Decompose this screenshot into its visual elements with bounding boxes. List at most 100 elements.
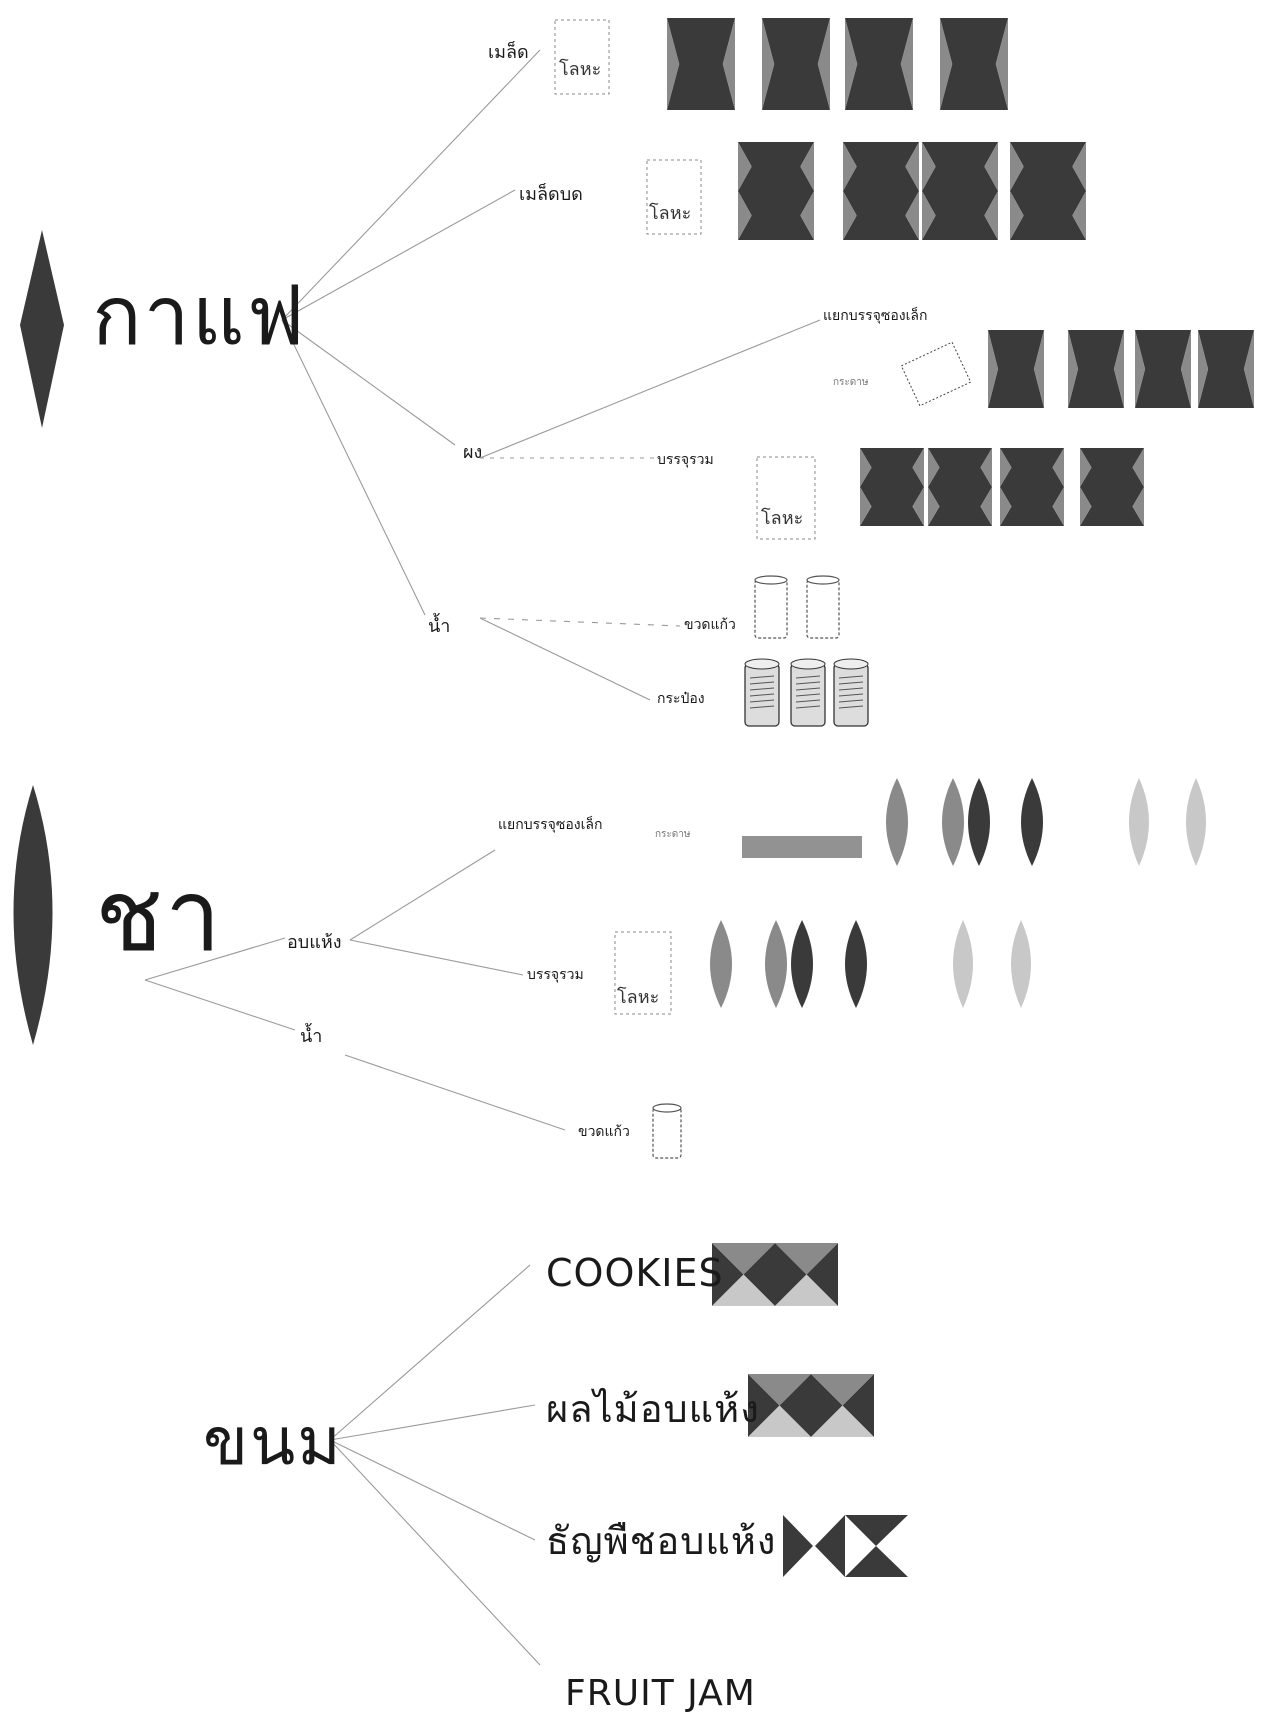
grain-bottom — [845, 1546, 908, 1577]
coffee-single-block-2 — [1068, 330, 1124, 408]
connector-line — [479, 617, 651, 701]
bowtie-bottom — [748, 1405, 811, 1437]
hourglass-body — [845, 18, 913, 110]
snack-fruit-jam-label: FRUIT JAM — [565, 1673, 756, 1714]
connector-line — [144, 979, 296, 1031]
tea-bulk-leaf-3 — [791, 920, 813, 1008]
tea-bulk-leaf-1 — [710, 920, 732, 1008]
can-stripe — [838, 693, 864, 697]
tea-single-leaf-6 — [1186, 778, 1206, 866]
coffee-beans-block-4 — [940, 18, 1008, 110]
can-stripe — [795, 693, 821, 697]
grain-left — [783, 1515, 813, 1577]
tea-single-pack-label: แยกบรรจุซองเล็ก — [498, 817, 603, 833]
tea-single-leaf-2 — [942, 778, 964, 866]
metal-label: โลหะ — [617, 987, 660, 1008]
cup-rim — [806, 575, 840, 585]
can-stripe — [749, 687, 775, 691]
hourglass-right-facet — [980, 487, 992, 526]
coffee-can-icon-3 — [833, 658, 869, 727]
hourglass-body — [1010, 191, 1086, 240]
grain-right — [815, 1515, 845, 1577]
coffee-ground-block-3 — [922, 142, 998, 191]
coffee-bulk-block-3-lower — [1000, 487, 1064, 526]
dried-grain-icon — [783, 1515, 908, 1577]
coffee-ground-block-3-lower — [922, 191, 998, 240]
coffee-can-icon-1 — [744, 658, 780, 727]
connector-line — [329, 1439, 536, 1541]
hourglass-body — [1198, 330, 1254, 408]
hourglass-body — [843, 191, 919, 240]
tea-dried-label: อบแห้ง — [287, 932, 342, 953]
connector-line — [349, 939, 524, 976]
hourglass-body — [922, 191, 998, 240]
hourglass-left-facet — [1000, 487, 1012, 526]
hourglass-left-facet — [738, 142, 752, 191]
hourglass-right-facet — [800, 191, 814, 240]
hourglass-body — [738, 191, 814, 240]
hourglass-body — [988, 330, 1044, 408]
connector-line — [329, 1439, 541, 1666]
hourglass-body — [928, 487, 992, 526]
connector-line — [479, 319, 821, 459]
hourglass-body — [922, 142, 998, 191]
can-stripe — [749, 681, 775, 685]
can-top — [744, 658, 780, 670]
tea-paper-label: กระดาษ — [655, 829, 691, 840]
coffee-sachet-icon — [900, 341, 972, 407]
coffee-ground-label: เมล็ดบด — [519, 184, 583, 205]
hourglass-left-facet — [928, 448, 940, 487]
coffee-bulk-block-4-lower — [1080, 487, 1144, 526]
hourglass-body — [1080, 448, 1144, 487]
coffee-ground-block-1-lower — [738, 191, 814, 240]
hourglass-body — [762, 18, 830, 110]
bowtie-top — [712, 1243, 775, 1275]
coffee-glass-bottle-icon-2 — [806, 575, 840, 639]
cup-body — [754, 579, 788, 639]
coffee-ground-block-4-lower — [1010, 191, 1086, 240]
bowtie-right — [779, 1374, 811, 1437]
tea-bulk-leaf-4 — [845, 920, 867, 1008]
coffee-beans-metal-pack: โลหะ — [553, 18, 611, 96]
metal-label: โลหะ — [649, 203, 692, 224]
tea-leaf-icon — [13, 785, 53, 1045]
dried-fruit-icon-2 — [811, 1374, 874, 1437]
hourglass-body — [1000, 448, 1064, 487]
can-stripe — [838, 699, 864, 703]
hourglass-left-facet — [1010, 191, 1024, 240]
connector-line — [344, 1054, 566, 1131]
hourglass-right-facet — [800, 142, 814, 191]
coffee-bulk-block-3 — [1000, 448, 1064, 487]
hourglass-left-facet — [860, 487, 872, 526]
can-stripe — [749, 675, 775, 679]
hourglass-body — [1068, 330, 1124, 408]
coffee-glass-bottle-icon-1 — [754, 575, 788, 639]
cup-rim — [754, 575, 788, 585]
coffee-single-block-4 — [1198, 330, 1254, 408]
tea-bulk-leaf-2 — [765, 920, 787, 1008]
hourglass-right-facet — [1072, 142, 1086, 191]
hourglass-right-facet — [1132, 487, 1144, 526]
hourglass-right-facet — [1180, 330, 1191, 408]
grain-top — [845, 1515, 908, 1546]
coffee-bulk-pack-label: บรรจุรวม — [657, 452, 714, 468]
coffee-powder-metal-pack: โลหะ — [755, 455, 817, 541]
hourglass-right-facet — [980, 448, 992, 487]
snack-title: ขนม — [203, 1404, 343, 1478]
coffee-ground-block-2-lower — [843, 191, 919, 240]
tea-single-leaf-5 — [1129, 778, 1149, 866]
cookies-icon-1 — [712, 1243, 775, 1306]
hourglass-right-facet — [995, 18, 1008, 110]
hourglass-left-facet — [1080, 448, 1092, 487]
snack-cookies-label: COOKIES — [546, 1251, 724, 1295]
hourglass-right-facet — [1243, 330, 1254, 408]
bowtie-bottom — [811, 1405, 874, 1437]
can-stripe — [838, 687, 864, 691]
can-stripe — [795, 699, 821, 703]
hourglass-left-facet — [1198, 330, 1209, 408]
bowtie-left — [811, 1374, 843, 1437]
tea-bulk-leaf-5 — [953, 920, 973, 1008]
tea-title: ชา — [95, 860, 224, 972]
can-top — [790, 658, 826, 670]
coffee-bulk-block-2-lower — [928, 487, 992, 526]
